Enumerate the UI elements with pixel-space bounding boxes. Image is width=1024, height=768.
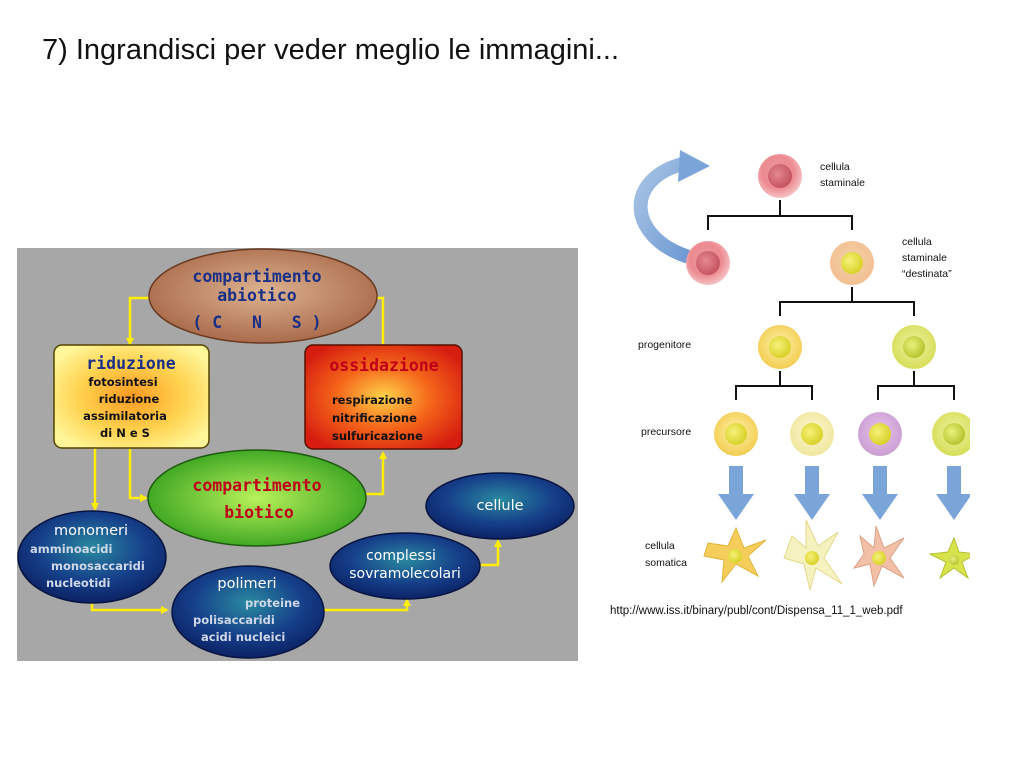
oxidation-box: ossidazione respirazione nitrificazione … [304,344,463,450]
monomers-title: monomeri [54,523,128,539]
abiotic-compartment: compartimento abiotico ( C N S ) [148,248,378,344]
complexes-node: complessi sovramolecolari [329,532,481,600]
progenitor-cell-1 [758,325,802,369]
cells-node: cellule [425,472,575,540]
abiotic-label-line2: abiotico [217,286,297,305]
biogeochemical-cycle-diagram: compartimento abiotico ( C N S ) riduzio… [17,248,578,661]
label-somatic-2: somatica [645,557,687,569]
down-arrow-1 [718,466,754,520]
arrow-complexes-to-cells [480,539,502,567]
cells-title: cellule [476,498,523,514]
precursor-cell-4 [932,412,970,456]
polymers-node: polimeri proteine polisaccaridi acidi nu… [171,565,325,659]
reduction-title: riduzione [86,354,175,373]
oxidation-line-1: respirazione [332,393,413,407]
monomers-line-3: nucleotidi [46,576,110,590]
somatic-cell-1 [703,526,767,584]
somatic-cell-4 [928,536,970,580]
somatic-cell-3 [852,525,905,588]
biotic-label-line1: compartimento [192,476,321,495]
polymers-line-3: acidi nucleici [201,630,285,644]
bracket-level-1 [707,200,853,230]
polymers-line-2: polisaccaridi [193,613,275,627]
biotic-compartment: compartimento biotico [147,449,367,547]
oxidation-title: ossidazione [329,356,438,375]
arrow-biotic-to-oxidation [366,451,387,496]
source-url: http://www.iss.it/binary/publ/cont/Dispe… [610,605,903,617]
reduction-box: riduzione fotosintesi riduzione assimila… [53,344,210,449]
self-renewal-arrow [633,150,710,263]
down-arrow-2 [794,466,830,520]
precursor-cell-1 [714,412,758,456]
down-arrow-3 [862,466,898,520]
somatic-cell-2 [783,519,843,591]
slide-title: 7) Ingrandisci per veder meglio le immag… [42,34,620,66]
progenitor-cell-2 [892,325,936,369]
complexes-line1: complessi [366,548,436,564]
abiotic-label-line1: compartimento [192,267,321,286]
monomers-node: monomeri amminoacidi monosaccaridi nucle… [17,510,167,604]
label-committed-2: staminale [902,252,947,264]
polymers-line-1: proteine [245,596,300,610]
reduction-line-2: riduzione [99,392,160,406]
committed-stem-cell [830,241,874,285]
arrow-monomers-to-polymers [90,601,169,614]
arrow-polymers-to-complexes [324,598,411,612]
abiotic-label-line3: ( C N S ) [192,313,321,332]
stem-cell-renewed [686,241,730,285]
label-committed-3: “destinata” [902,268,952,280]
oxidation-line-3: sulfuricazione [332,429,423,443]
precursor-cell-2 [790,412,834,456]
label-committed-1: cellula [902,236,932,248]
monomers-line-2: monosaccaridi [51,559,145,573]
precursor-cell-3 [858,412,902,456]
label-precursor: precursore [641,426,691,438]
cycle-arrows [90,294,502,614]
stem-cell-differentiation-diagram: cellula staminale cellula staminale “des… [610,150,970,617]
biotic-label-line2: biotico [224,503,294,522]
reduction-line-1: fotosintesi [88,375,157,389]
arrow-abiotic-to-reduction [126,296,150,346]
complexes-line2: sovramolecolari [349,566,461,582]
label-stem-cell-1: cellula [820,161,850,173]
bracket-level-2 [779,287,915,316]
bracket-level-3 [735,371,955,400]
down-arrow-4 [936,466,970,520]
reduction-line-3: assimilatoria [83,409,167,423]
monomers-line-1: amminoacidi [30,542,112,556]
differentiation-arrows [718,466,970,520]
arrow-reduction-to-biotic [128,449,148,502]
label-stem-cell-2: staminale [820,177,865,189]
reduction-line-4: di N e S [100,426,150,440]
label-somatic-1: cellula [645,540,675,552]
oxidation-line-2: nitrificazione [332,411,417,425]
stem-cell [758,154,802,198]
label-progenitor: progenitore [638,339,691,351]
polymers-title: polimeri [217,576,276,592]
